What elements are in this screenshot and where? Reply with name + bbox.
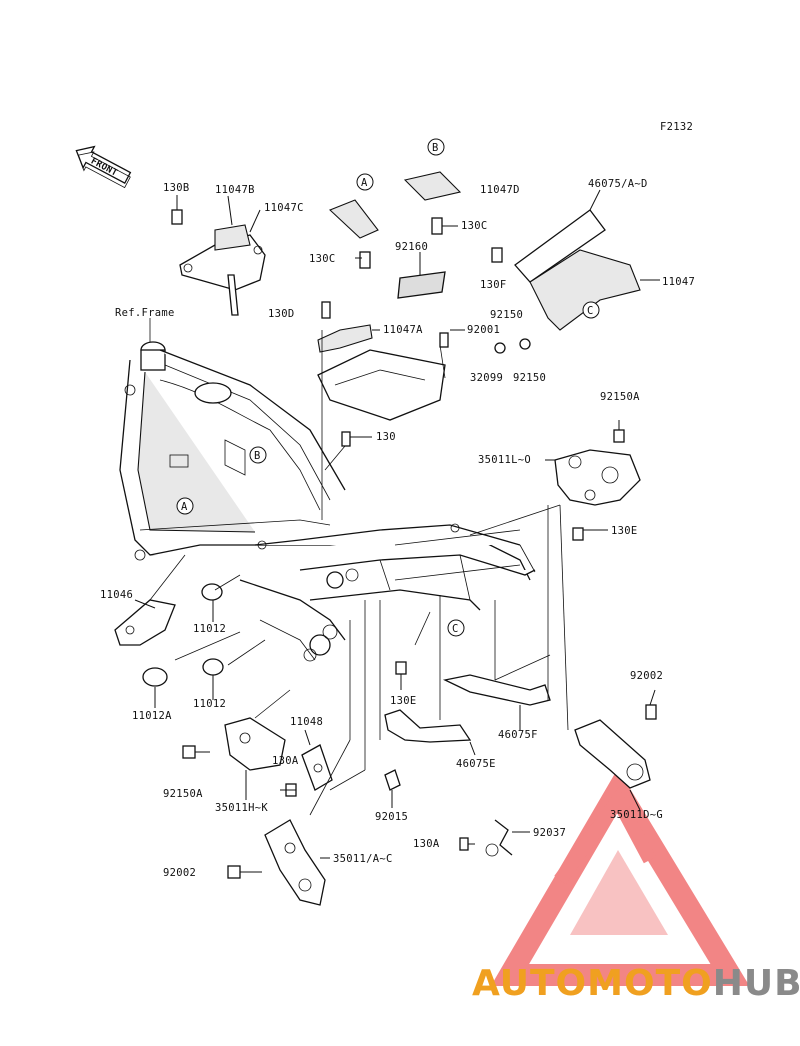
callout-92160: 92160 xyxy=(395,241,428,253)
circle-marker-b-top: B xyxy=(427,138,445,156)
callout-92037: 92037 xyxy=(533,827,566,839)
callout-11047b: 11047B xyxy=(215,184,255,196)
callout-130a-b: 130A xyxy=(413,838,440,850)
callout-92150-b: 92150 xyxy=(513,372,546,384)
stays-46075ef xyxy=(384,661,551,743)
bracket-35011h xyxy=(182,717,286,771)
box-32099 xyxy=(317,301,449,447)
bracket-b-top xyxy=(403,171,462,235)
callout-35011l: 35011L~O xyxy=(478,454,531,466)
svg-text:B: B xyxy=(432,142,439,154)
pad-92160 xyxy=(397,271,446,299)
callout-92150a-a: 92150A xyxy=(600,391,640,403)
callout-46075e: 46075E xyxy=(456,758,496,770)
bracket-35011d xyxy=(574,704,657,789)
callout-92150a-b: 92150A xyxy=(163,788,203,800)
callout-35011hk: 35011H~K xyxy=(215,802,268,814)
callout-130d: 130D xyxy=(268,308,295,320)
callout-92002-b: 92002 xyxy=(163,867,196,879)
circle-marker-b-frame: B xyxy=(249,446,267,464)
callout-11047d: 11047D xyxy=(480,184,520,196)
svg-text:B: B xyxy=(254,450,261,462)
callout-92015: 92015 xyxy=(375,811,408,823)
svg-text:C: C xyxy=(587,305,594,317)
callout-11047a: 11047A xyxy=(383,324,423,336)
caps-11012 xyxy=(142,583,224,687)
callout-130e-a: 130E xyxy=(611,525,638,537)
leader-lines xyxy=(134,189,660,873)
figure-code: F2132 xyxy=(660,121,693,133)
callout-11048: 11048 xyxy=(290,716,323,728)
callout-130: 130 xyxy=(376,431,396,443)
callout-130c-b: 130C xyxy=(461,220,488,232)
callout-labels: 130B 11047B 11047C 11047D 46075/A~D 130C… xyxy=(100,178,695,879)
callout-32099: 32099 xyxy=(470,372,503,384)
callout-130b: 130B xyxy=(163,182,190,194)
callout-11012-b: 11012 xyxy=(193,698,226,710)
svg-text:A: A xyxy=(181,501,188,513)
watermark-part1: AUTOMOTO xyxy=(472,963,713,1004)
bracket-a-top xyxy=(328,199,379,269)
callout-11047c: 11047C xyxy=(264,202,304,214)
callout-130a-a: 130A xyxy=(272,755,299,767)
callout-46075f: 46075F xyxy=(498,729,538,741)
bracket-35011l xyxy=(554,429,641,541)
callout-92150-a: 92150 xyxy=(490,309,523,321)
callout-130f: 130F xyxy=(480,279,507,291)
watermark-text: AUTOMOTOHUB xyxy=(472,963,800,1004)
callout-11047: 11047 xyxy=(662,276,695,288)
svg-text:AUTOMOTOHUB: AUTOMOTOHUB xyxy=(472,963,800,1004)
callout-35011ac: 35011/A~C xyxy=(333,853,393,865)
callout-35011dg: 35011D~G xyxy=(610,809,663,821)
front-arrow: FRONT xyxy=(75,145,132,189)
grab-rail-46075 xyxy=(491,209,641,354)
watermark-logo xyxy=(490,768,750,986)
callout-92002-a: 92002 xyxy=(630,670,663,682)
bracket-11047b xyxy=(171,209,266,316)
svg-text:C: C xyxy=(452,623,459,635)
bracket-11048 xyxy=(285,744,333,797)
callout-11046: 11046 xyxy=(100,589,133,601)
callout-92001: 92001 xyxy=(467,324,500,336)
circle-marker-c-top: C xyxy=(582,301,600,319)
svg-text:A: A xyxy=(361,177,368,189)
bracket-35011a xyxy=(227,819,326,906)
circle-marker-a-top: A xyxy=(356,173,374,191)
watermark-part2: HUB xyxy=(713,963,800,1004)
spring-92037 xyxy=(384,769,513,857)
callout-46075: 46075/A~D xyxy=(588,178,648,190)
ref-frame-label: Ref.Frame xyxy=(115,307,175,319)
callout-11012-a: 11012 xyxy=(193,623,226,635)
circle-marker-a-frame: A xyxy=(176,497,194,515)
callout-130c-a: 130C xyxy=(309,253,336,265)
bracket-11046 xyxy=(114,599,176,646)
callout-130e-b: 130E xyxy=(390,695,417,707)
main-frame xyxy=(119,341,536,662)
circle-marker-c-frame: C xyxy=(447,619,465,637)
callout-11012a: 11012A xyxy=(132,710,172,722)
